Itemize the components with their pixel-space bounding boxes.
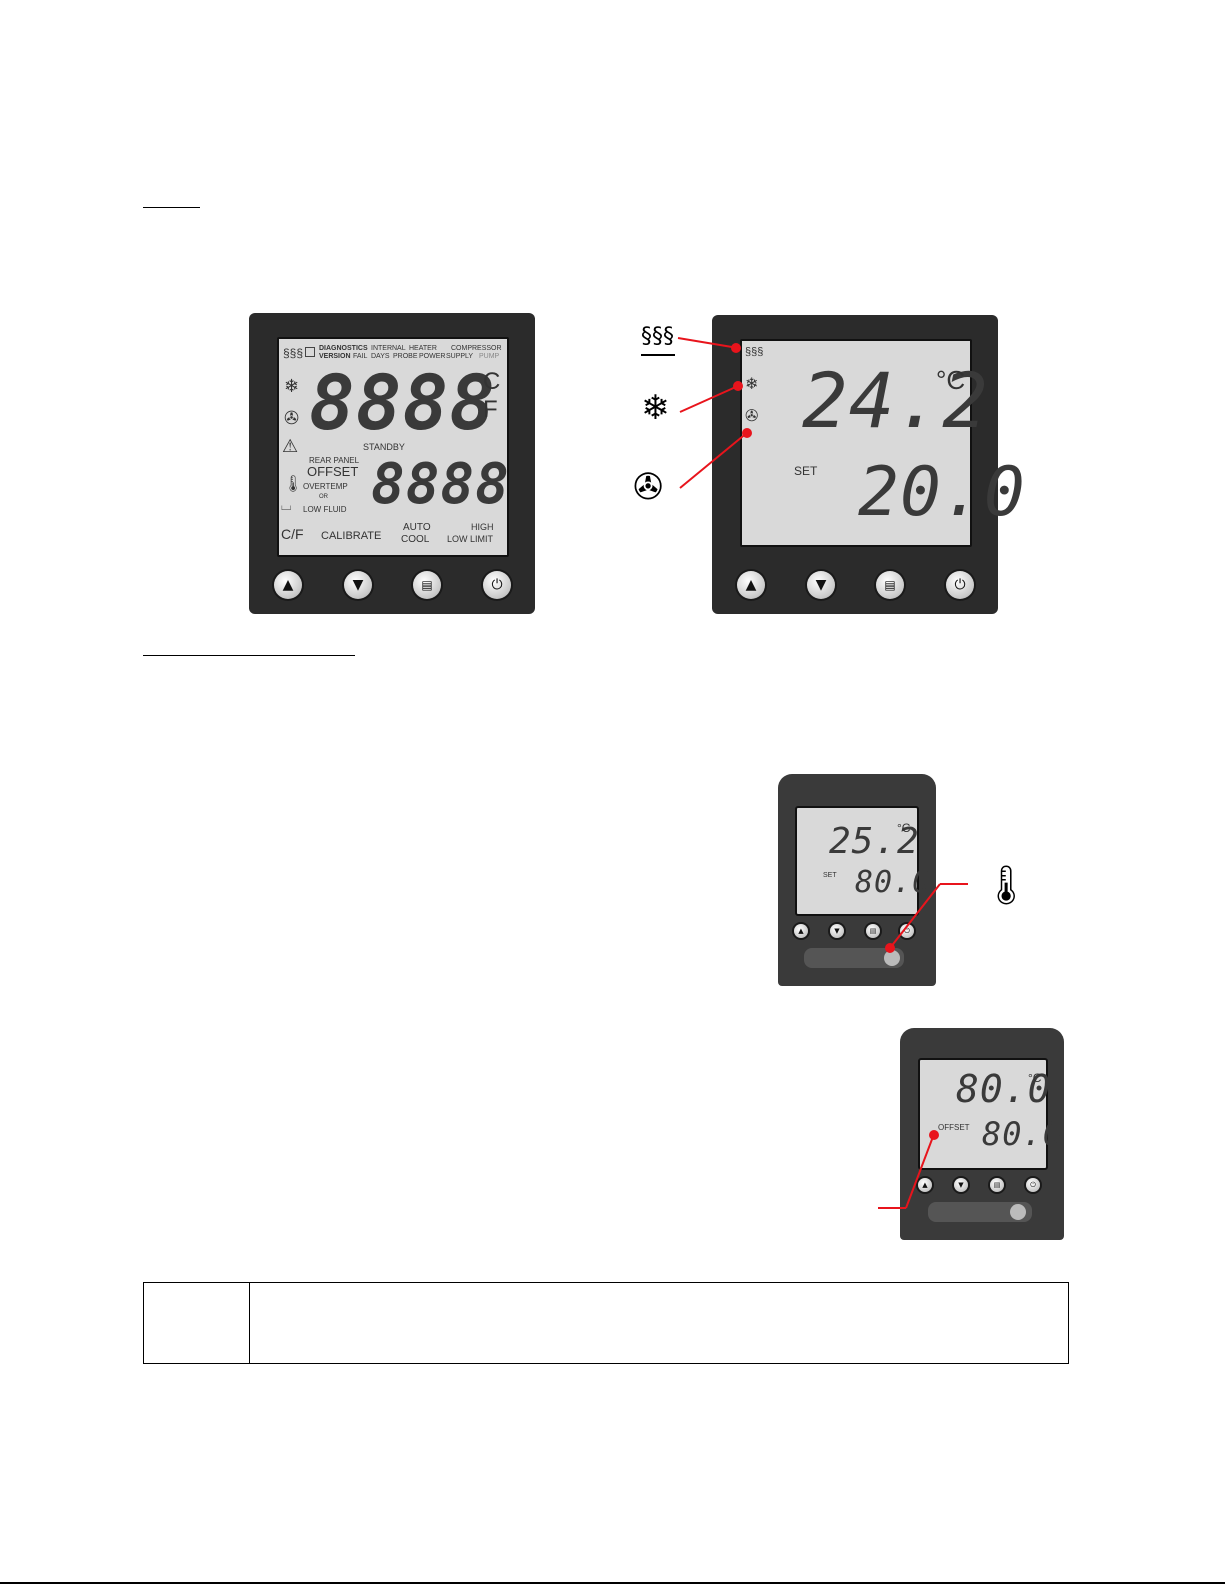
overtemp-reset-knob[interactable] — [884, 950, 900, 966]
power-button[interactable]: ⏻ — [946, 571, 974, 599]
set-label: SET — [794, 464, 818, 478]
label-overtemp: OVERTEMP — [303, 482, 348, 491]
note-text-cell — [250, 1283, 1068, 1363]
heading-underline-2 — [143, 655, 355, 656]
offset-temperature: 80.0 — [982, 1115, 1064, 1153]
snowflake-icon: ❄ — [641, 388, 670, 428]
rear-switch-panel — [804, 948, 904, 968]
rear-switch-panel — [928, 1202, 1032, 1222]
snowflake-icon: ❄ — [284, 376, 300, 396]
label-heater: HEATER — [409, 345, 437, 352]
power-button[interactable]: ⏻ — [1026, 1178, 1040, 1192]
footer-rule — [0, 1582, 1225, 1584]
callout-line-pump — [679, 431, 749, 489]
callout-dot-heat — [731, 343, 741, 353]
unit-celsius: °C — [936, 365, 966, 395]
menu-button[interactable]: ▤ — [990, 1178, 1004, 1192]
callout-line-small-1 — [889, 883, 968, 949]
label-probe: PROBE — [393, 353, 418, 360]
heading-underline-1 — [143, 207, 200, 208]
sub-digits: 8888 — [371, 452, 510, 517]
callout-line-small-2 — [878, 1133, 935, 1209]
label-fail: FAIL — [353, 353, 368, 360]
fan-icon: ✇ — [284, 408, 300, 428]
label-rear-panel: REAR PANEL — [309, 456, 360, 465]
label-standby: STANDBY — [363, 442, 405, 452]
label-cool: COOL — [401, 534, 430, 545]
main-temperature: 24.2 — [802, 356, 990, 445]
warning-icon: ⚠ — [282, 436, 299, 456]
controller-small-2: 80.0 °C OFFSET 80.0 ▲ ▼ ▤ ⏻ — [900, 1028, 1064, 1240]
label-compressor: COMPRESSOR — [451, 345, 502, 352]
controller-running: §§§ ❄ ✇ 24.2 °C SET 20.0 ▲ ▼ ▤ ⏻ — [712, 315, 1025, 614]
menu-button[interactable]: ▤ — [876, 571, 904, 599]
controller-small-1: 25.2 °C SET 80.0 ▲ ▼ ▤ ⏻ — [778, 774, 936, 986]
label-supply: SUPPLY — [446, 353, 474, 360]
callout-line-cool — [679, 385, 739, 413]
lcd-running: §§§ ❄ ✇ 24.2 °C SET 20.0 — [740, 339, 1025, 547]
label-internal: INTERNAL — [371, 345, 406, 352]
main-temperature: 25.2 — [829, 821, 920, 862]
note-label-cell — [144, 1283, 250, 1363]
label-version: VERSION — [319, 353, 351, 360]
up-button[interactable]: ▲ — [274, 571, 302, 599]
label-low-fluid: LOW FLUID — [303, 505, 347, 514]
set-temperature: 80.0 — [855, 865, 932, 900]
label-low-limit: LOW LIMIT — [447, 534, 494, 544]
overtemp-reset-knob[interactable] — [1010, 1204, 1026, 1220]
overtemp-icon: 🌡 — [283, 476, 304, 493]
set-label: SET — [823, 872, 837, 879]
label-offset: OFFSET — [307, 464, 359, 479]
unit-celsius: °C — [897, 821, 911, 835]
callout-dot-overtemp — [885, 943, 895, 953]
snowflake-icon: ❄ — [745, 376, 759, 393]
heat-waves-underline — [641, 354, 675, 356]
label-diagnostics: DIAGNOSTICS — [319, 345, 368, 352]
fan-icon: ✇ — [633, 467, 664, 508]
label-pump: PUMP — [479, 353, 500, 360]
note-table — [143, 1282, 1069, 1364]
unit-f: F — [483, 396, 498, 423]
callout-dot-cool — [733, 381, 743, 391]
heat-icon: §§§ — [283, 346, 304, 360]
lcd-small-2: 80.0 °C OFFSET 80.0 — [918, 1058, 1062, 1170]
menu-button[interactable]: ▤ — [413, 571, 441, 599]
lcd-all-segments: §§§ DIAGNOSTICS VERSION INTERNAL FAIL HE… — [277, 337, 509, 557]
controller-all-segments: §§§ DIAGNOSTICS VERSION INTERNAL FAIL HE… — [249, 313, 535, 614]
menu-button[interactable]: ▤ — [866, 924, 880, 938]
label-auto: AUTO — [403, 522, 431, 533]
lcd-small-1: 25.2 °C SET 80.0 — [795, 806, 930, 916]
power-button[interactable]: ⏻ — [900, 924, 914, 938]
unit-c: C — [483, 368, 501, 395]
offset-label: OFFSET — [938, 1123, 970, 1132]
label-or: OR — [319, 494, 328, 500]
low-fluid-icon: ⌴ — [281, 498, 292, 513]
callout-lines-right — [677, 337, 749, 489]
down-button[interactable]: ▼ — [830, 924, 844, 938]
heat-icon: §§§ — [745, 346, 764, 358]
callout-line-heat — [677, 337, 739, 349]
down-button[interactable]: ▼ — [344, 571, 372, 599]
label-calibrate: CALIBRATE — [321, 530, 382, 542]
overtemp-thermometer-icon: 🌡 — [982, 863, 1031, 907]
label-cf: C/F — [281, 526, 304, 542]
diagnostics-icon — [305, 347, 315, 357]
unit-celsius: °C — [1028, 1071, 1042, 1085]
label-high: HIGH — [471, 522, 494, 532]
heat-waves-icon: §§§ — [641, 324, 674, 349]
up-button[interactable]: ▲ — [918, 1178, 932, 1192]
callout-dot-pump — [742, 428, 752, 438]
up-button[interactable]: ▲ — [737, 571, 765, 599]
down-button[interactable]: ▼ — [807, 571, 835, 599]
power-button[interactable]: ⏻ — [483, 571, 511, 599]
main-temperature: 80.0 — [956, 1067, 1052, 1111]
label-days: DAYS — [371, 353, 390, 360]
callout-dot-offset — [929, 1130, 939, 1140]
main-digits: 8888 — [309, 358, 497, 447]
label-power: POWER — [419, 353, 446, 360]
set-temperature: 20.0 — [858, 453, 1026, 532]
up-button[interactable]: ▲ — [794, 924, 808, 938]
down-button[interactable]: ▼ — [954, 1178, 968, 1192]
fan-icon: ✇ — [745, 408, 759, 425]
